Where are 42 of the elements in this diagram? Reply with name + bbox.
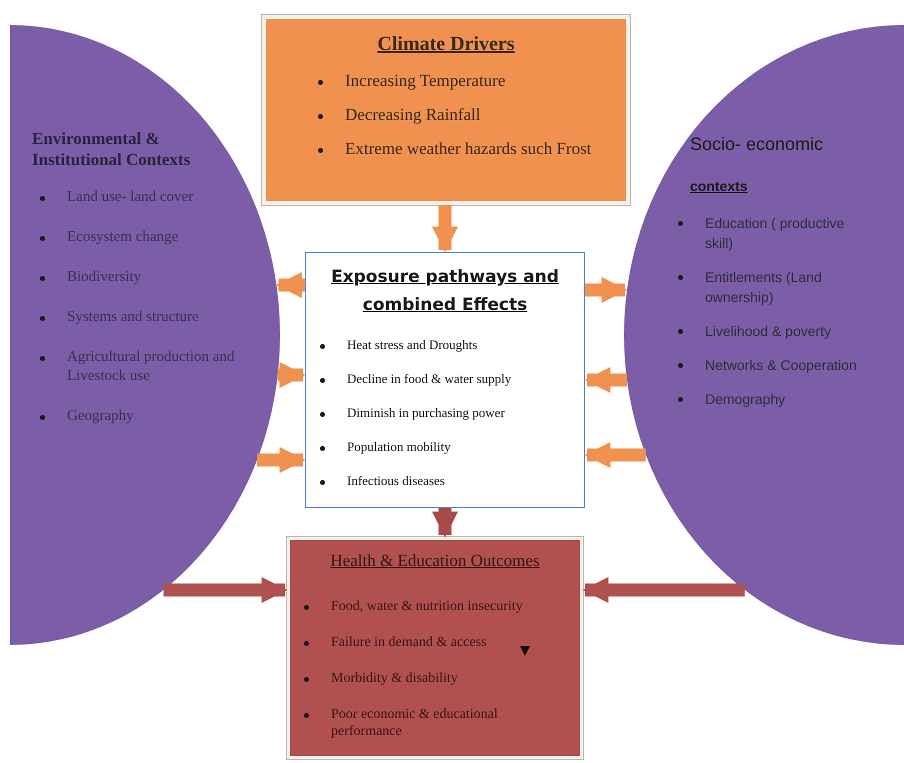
- bullet-item: Decline in food & water supply: [347, 371, 512, 387]
- bullet-item: Increasing Temperature: [345, 71, 506, 91]
- subheading: contexts: [690, 177, 748, 196]
- bullet-item: Education ( productive skill): [705, 214, 846, 253]
- bullet-item: Population mobility: [347, 439, 451, 455]
- bullet-item: Infectious diseases: [347, 473, 445, 489]
- block-arrow: [584, 442, 646, 468]
- heading: Exposure pathways and combined Effects: [330, 266, 560, 317]
- block-arrow: [278, 362, 306, 388]
- bullet-item: Livelihood & poverty: [705, 322, 832, 341]
- heading: Climate Drivers: [377, 32, 515, 57]
- heading: Socio- economic: [690, 133, 824, 156]
- bullet-item: Agricultural production and Livestock use: [67, 348, 236, 386]
- bullet-item: Food, water & nutrition insecurity: [331, 598, 523, 614]
- bullet-item: Land use- land cover: [67, 188, 194, 207]
- bullet-item: Ecosystem change: [67, 228, 178, 247]
- bullet-item: Diminish in purchasing power: [347, 405, 505, 421]
- pathway-box: [305, 252, 585, 508]
- bullet-item: Failure in demand & access: [331, 634, 487, 650]
- bullet-item: Biodiversity: [67, 268, 142, 287]
- heading: Health & Education Outcomes: [330, 550, 540, 572]
- bullet-item: Extreme weather hazards such Frost: [345, 139, 592, 159]
- block-arrow: [585, 277, 628, 303]
- block-arrow: [584, 367, 627, 393]
- block-arrow: [164, 577, 288, 603]
- outcome-box: [287, 537, 583, 759]
- bullet-item: Networks & Cooperation: [705, 356, 857, 375]
- bullet-item: Morbidity & disability: [331, 670, 458, 686]
- driver-box: [262, 15, 630, 205]
- block-arrow: [432, 205, 458, 253]
- bullet-item: Poor economic & educational performance: [331, 706, 499, 740]
- bullet-item: Heat stress and Droughts: [347, 337, 478, 353]
- block-arrow: [432, 508, 458, 538]
- block-arrow: [582, 577, 745, 603]
- bullet-item: Demography: [705, 390, 786, 409]
- bullet-item: Systems and structure: [67, 308, 199, 327]
- block-arrow: [276, 272, 305, 298]
- bullet-item: Decreasing Rainfall: [345, 105, 480, 125]
- block-arrow: [257, 447, 306, 473]
- bullet-item: Geography: [67, 407, 134, 426]
- heading: Environmental & Institutional Contexts: [32, 128, 192, 170]
- bullet-item: Entitlements (Land ownership): [705, 268, 823, 307]
